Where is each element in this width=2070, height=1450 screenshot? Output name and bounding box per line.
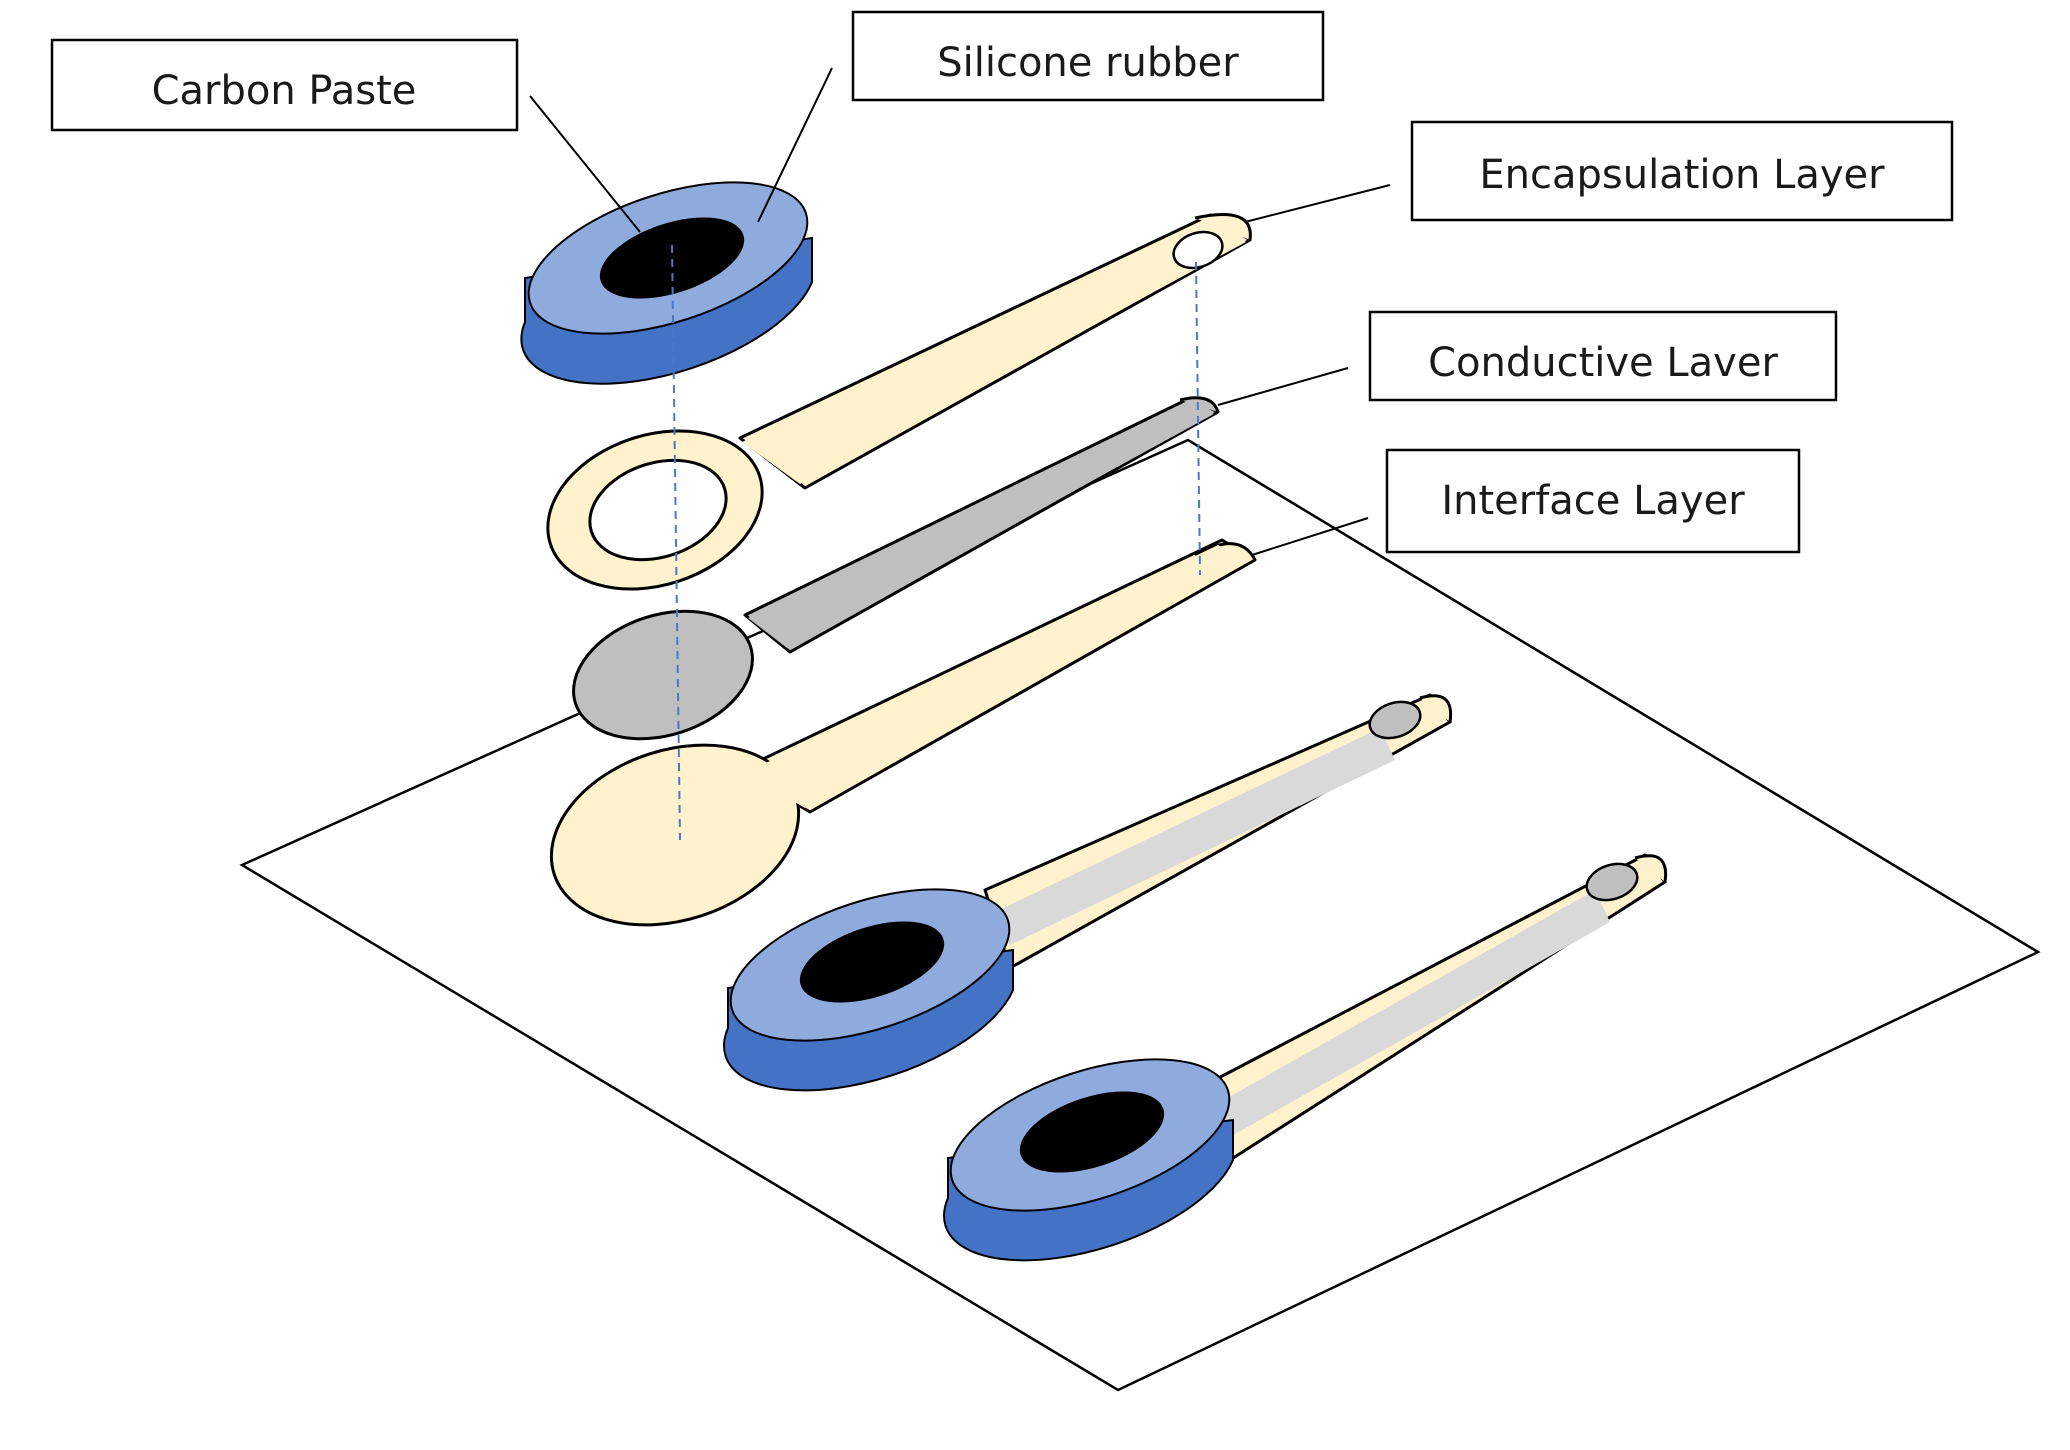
encapsulation-contact-hole (1172, 230, 1224, 270)
assembled-sensor-1 (723, 693, 1453, 1092)
label-carbon-paste: Carbon Paste (50, 38, 519, 132)
label-carbon-paste-text: Carbon Paste (152, 68, 417, 114)
label-interface-layer: Interface Layer (1385, 448, 1801, 554)
alignment-guide-left (671, 244, 681, 841)
leader-conductive-layer (1217, 367, 1349, 406)
label-silicone-rubber: Silicone rubber (851, 10, 1325, 102)
leader-interface-layer (1251, 517, 1369, 556)
exploded-electrode (520, 181, 813, 385)
leader-encapsulation-layer (1244, 184, 1391, 223)
interface-layer-shape (549, 538, 1257, 927)
label-interface-layer-text: Interface Layer (1441, 478, 1745, 524)
label-encapsulation-layer: Encapsulation Layer (1410, 120, 1954, 222)
assembled-contact-pad-2 (1585, 862, 1639, 902)
conductive-layer-shape (572, 396, 1220, 741)
leader-carbon-paste (529, 95, 641, 233)
assembled-sensor-2 (943, 853, 1668, 1262)
label-conductive-layer-text: Conductive Laver (1428, 340, 1778, 386)
encapsulation-layer-shape (546, 213, 1252, 591)
alignment-guide-right (1195, 261, 1201, 576)
carbon-paste-core (599, 217, 745, 299)
assembled-contact-pad-1 (1368, 700, 1422, 740)
leader-silicone-rubber (757, 67, 833, 223)
label-conductive-layer: Conductive Laver (1368, 310, 1838, 402)
label-silicone-rubber-text: Silicone rubber (937, 40, 1239, 86)
label-encapsulation-layer-text: Encapsulation Layer (1479, 152, 1885, 198)
